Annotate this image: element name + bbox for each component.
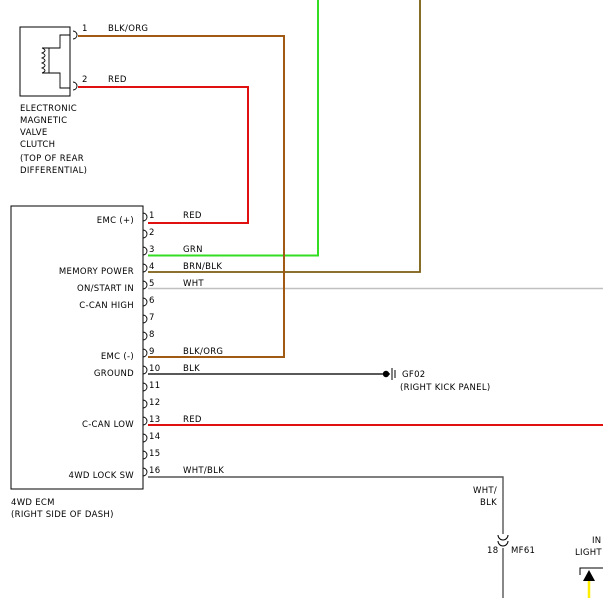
- connector-pin: 18: [487, 546, 498, 556]
- clutch-pin2-wire: RED: [108, 75, 127, 85]
- wire-red-emc-plus: [78, 86, 249, 224]
- ecm-terminal: [142, 331, 148, 341]
- ecm-terminal: [142, 280, 148, 290]
- ecm-pin-number: 6: [149, 296, 155, 306]
- ecm-wire-label: BLK: [183, 364, 200, 374]
- ecm-terminal: [142, 297, 148, 307]
- ecm-terminal: [142, 365, 148, 375]
- ecm-terminal: [142, 416, 148, 426]
- ecm-wire-label: BLK/ORG: [183, 347, 223, 357]
- ground-code: GF02: [402, 370, 426, 380]
- ecm-pin-number: 15: [149, 449, 160, 459]
- ecm-terminal: [142, 314, 148, 324]
- ecm-pin-name: MEMORY POWER: [59, 267, 134, 277]
- ecm-pin-number: 4: [149, 262, 155, 272]
- ecm-pin-number: 3: [149, 245, 155, 255]
- ecm-box: [10, 205, 144, 490]
- ecm-label-2: (RIGHT SIDE OF DASH): [11, 510, 114, 520]
- clutch-label-4: CLUTCH: [20, 140, 55, 150]
- ecm-terminal: [142, 433, 148, 443]
- ecm-pin-name: EMC (-): [101, 352, 134, 362]
- clutch-label-1: ELECTRONIC: [20, 104, 77, 114]
- ground-symbol: [382, 368, 396, 380]
- clutch-label-5: (TOP OF REAR: [20, 154, 84, 164]
- clutch-label-6: DIFFERENTIAL): [20, 166, 87, 176]
- ecm-pin-name: 4WD LOCK SW: [69, 471, 135, 481]
- ecm-pin-number: 12: [149, 398, 160, 408]
- cut-label-2: LIGHT: [575, 548, 602, 558]
- ground-location: (RIGHT KICK PANEL): [400, 383, 490, 393]
- ecm-terminal: [142, 229, 148, 239]
- ecm-wire-label: RED: [183, 211, 202, 221]
- connector-wire-1: WHT/: [473, 486, 497, 496]
- cut-box-corner: [579, 567, 603, 575]
- ecm-pin-number: 1: [149, 211, 155, 221]
- ecm-terminal: [142, 212, 148, 222]
- connector-mf61-symbol: [497, 534, 509, 547]
- ecm-label-1: 4WD ECM: [11, 498, 55, 508]
- connector-code: MF61: [511, 546, 535, 556]
- clutch-component: [19, 26, 78, 97]
- ecm-wire-label: RED: [183, 415, 202, 425]
- ecm-wire-label: GRN: [183, 245, 203, 255]
- wire-blk-org: [78, 35, 285, 358]
- ecm-pin-name: C-CAN LOW: [82, 420, 134, 430]
- wire-wht-blk: [148, 476, 504, 534]
- cut-label-1: IN: [592, 536, 601, 546]
- ecm-terminal: [142, 467, 148, 477]
- ecm-pin-number: 11: [149, 381, 160, 391]
- ecm-wire-label: BRN/BLK: [183, 262, 222, 272]
- ecm-terminal: [142, 382, 148, 392]
- ecm-terminal: [142, 246, 148, 256]
- ecm-wire-label: WHT/BLK: [183, 466, 224, 476]
- clutch-pin2-num: 2: [82, 75, 88, 85]
- clutch-label-3: VALVE: [20, 128, 48, 138]
- ecm-terminal: [142, 450, 148, 460]
- ecm-terminal: [142, 399, 148, 409]
- wire-brn-blk: [148, 0, 421, 273]
- ecm-pin-number: 5: [149, 279, 155, 289]
- ecm-pin-number: 13: [149, 415, 160, 425]
- clutch-pin1-num: 1: [82, 24, 88, 34]
- ecm-terminal: [142, 263, 148, 273]
- ecm-pin-name: C-CAN HIGH: [79, 301, 134, 311]
- ecm-pin-number: 8: [149, 330, 155, 340]
- ecm-pin-number: 10: [149, 364, 160, 374]
- ecm-pin-number: 14: [149, 432, 160, 442]
- ecm-pin-number: 16: [149, 466, 160, 476]
- connector-wire-2: BLK: [480, 498, 497, 508]
- ecm-terminal: [142, 348, 148, 358]
- ecm-pin-number: 7: [149, 313, 155, 323]
- clutch-label-2: MAGNETIC: [20, 116, 67, 126]
- ecm-pin-number: 2: [149, 228, 155, 238]
- wire-grn: [148, 0, 319, 257]
- ecm-wire-label: WHT: [183, 279, 204, 289]
- ecm-pin-number: 9: [149, 347, 155, 357]
- ecm-pin-name: GROUND: [94, 369, 134, 379]
- clutch-pin1-wire: BLK/ORG: [108, 24, 148, 34]
- ecm-pin-name: EMC (+): [97, 216, 134, 226]
- ecm-pin-name: ON/START IN: [77, 284, 134, 294]
- arrow-up-icon: [583, 570, 595, 598]
